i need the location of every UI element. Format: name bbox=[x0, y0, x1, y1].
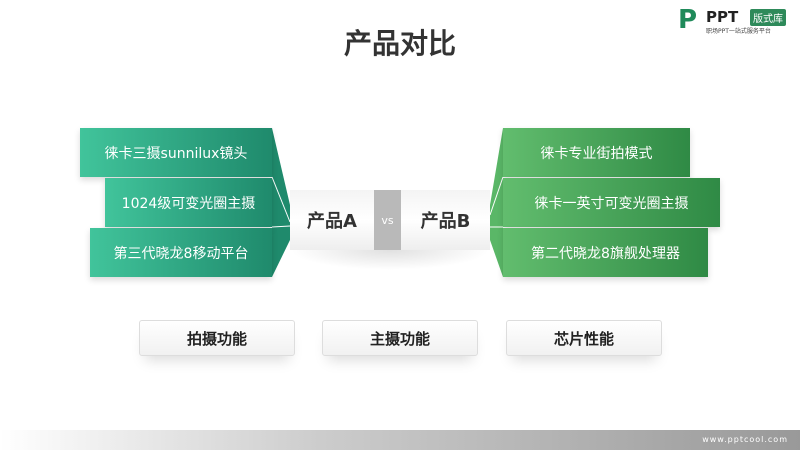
center-shadow bbox=[290, 250, 490, 270]
category-shooting: 拍摄功能 bbox=[139, 320, 295, 356]
product-b-label: 产品B bbox=[401, 190, 490, 250]
vs-label: vs bbox=[374, 190, 401, 250]
page-title: 产品对比 bbox=[343, 27, 456, 60]
logo-tagline: 职场PPT一站式服务平台 bbox=[706, 28, 771, 35]
logo-brand: PPT bbox=[706, 8, 739, 26]
category-main-camera: 主摄功能 bbox=[322, 320, 478, 356]
logo-badge: 版式库 bbox=[750, 9, 786, 26]
product-b-feature-1: 徕卡专业街拍模式 bbox=[503, 128, 690, 177]
category-chip: 芯片性能 bbox=[506, 320, 662, 356]
right-funnel bbox=[490, 128, 503, 277]
product-a-feature-1: 徕卡三摄sunnilux镜头 bbox=[80, 128, 272, 177]
product-a-feature-2: 1024级可变光圈主摄 bbox=[105, 178, 272, 227]
product-a-label: 产品A bbox=[290, 190, 374, 250]
left-funnel bbox=[272, 128, 290, 277]
footer-bar: www.pptcool.com bbox=[0, 430, 800, 450]
logo-mark-icon: P bbox=[678, 5, 698, 35]
logo: P PPT 版式库 职场PPT一站式服务平台 bbox=[678, 6, 798, 36]
product-b-feature-2: 徕卡一英寸可变光圈主摄 bbox=[503, 178, 720, 227]
product-b-feature-3: 第二代晓龙8旗舰处理器 bbox=[503, 228, 708, 277]
footer-url: www.pptcool.com bbox=[702, 435, 788, 444]
product-a-feature-3: 第三代晓龙8移动平台 bbox=[90, 228, 272, 277]
